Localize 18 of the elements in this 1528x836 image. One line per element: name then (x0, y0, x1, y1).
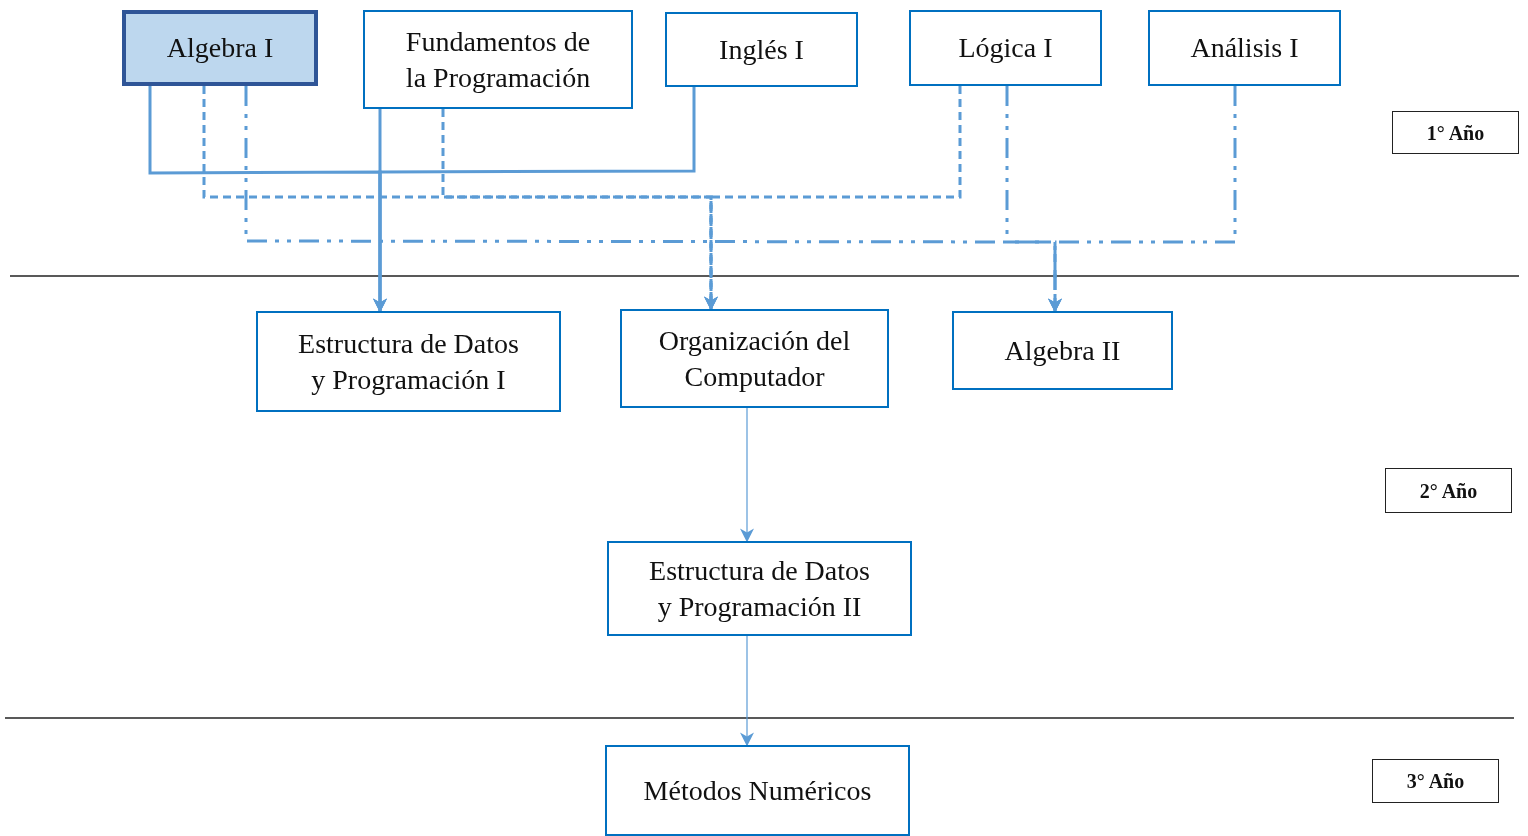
course-box: Fundamentos de la Programación (363, 10, 633, 109)
course-box: Organización del Computador (620, 309, 889, 408)
connector-arrow (740, 407, 754, 543)
year-label-box: 1° Año (1392, 111, 1519, 154)
course-box: Estructura de Datos y Programación II (607, 541, 912, 636)
course-box: Análisis I (1148, 10, 1341, 86)
course-box: Métodos Numéricos (605, 745, 910, 836)
course-box: Inglés I (665, 12, 858, 87)
course-box: Algebra II (952, 311, 1173, 390)
connector-arrow (373, 109, 387, 313)
year-label-box: 3° Año (1372, 759, 1499, 803)
course-box: Algebra I (122, 10, 318, 86)
course-box: Lógica I (909, 10, 1102, 86)
year-label-box: 2° Año (1385, 468, 1512, 513)
course-box: Estructura de Datos y Programación I (256, 311, 561, 412)
connector-arrow (1048, 86, 1237, 313)
connector-arrow (704, 86, 962, 311)
connector-arrow (740, 635, 754, 747)
